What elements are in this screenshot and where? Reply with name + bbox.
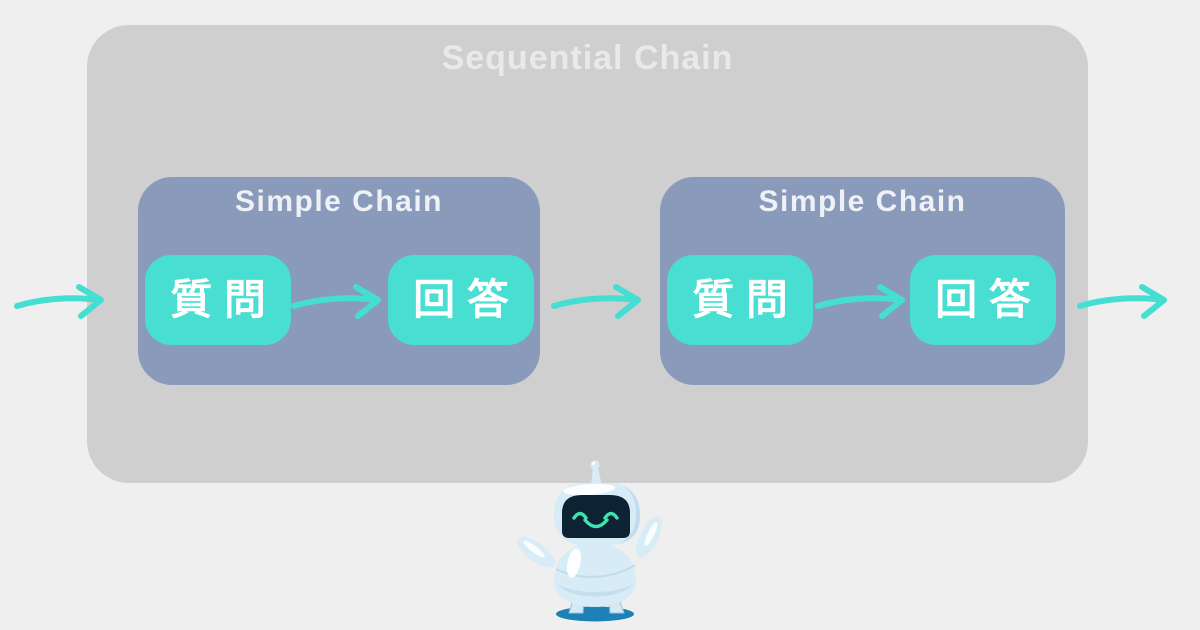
robot-face bbox=[562, 495, 630, 538]
answer-node-label-1: 回答 bbox=[413, 276, 521, 323]
arrow-between-chains-icon bbox=[551, 278, 647, 322]
question-node-label-1: 質問 bbox=[170, 276, 278, 323]
question-node-1: 質問 bbox=[145, 255, 291, 345]
question-node-label-2: 質問 bbox=[692, 276, 800, 323]
simple-chain-title-1: Simple Chain bbox=[234, 185, 444, 218]
simple-chain-box-2: Simple Chain 質問 回答 bbox=[660, 177, 1065, 385]
robot-mascot-icon bbox=[516, 460, 662, 622]
robot-right-eye bbox=[603, 511, 619, 520]
robot-smile bbox=[583, 518, 609, 529]
arrow-out-of-sequence-icon bbox=[1077, 278, 1173, 322]
robot-left-eye bbox=[572, 511, 588, 520]
simple-chain-box-1: Simple Chain 質問 回答 bbox=[138, 177, 540, 385]
robot-body bbox=[553, 543, 637, 607]
simple-chain-title-2: Simple Chain bbox=[758, 185, 967, 218]
question-node-2: 質問 bbox=[667, 255, 813, 345]
robot-antenna bbox=[590, 460, 602, 487]
answer-node-label-2: 回答 bbox=[935, 276, 1043, 323]
arrow-into-sequence-icon bbox=[14, 278, 110, 322]
arrow-question-to-answer-2-icon bbox=[815, 278, 911, 322]
sequential-chain-box: Sequential Chain Simple Chain 質問 回答 Simp… bbox=[87, 25, 1088, 483]
robot-arms bbox=[516, 515, 662, 568]
answer-node-1: 回答 bbox=[388, 255, 534, 345]
arrow-question-to-answer-1-icon bbox=[291, 278, 387, 322]
answer-node-2: 回答 bbox=[910, 255, 1056, 345]
sequential-chain-title: Sequential Chain bbox=[441, 39, 734, 77]
